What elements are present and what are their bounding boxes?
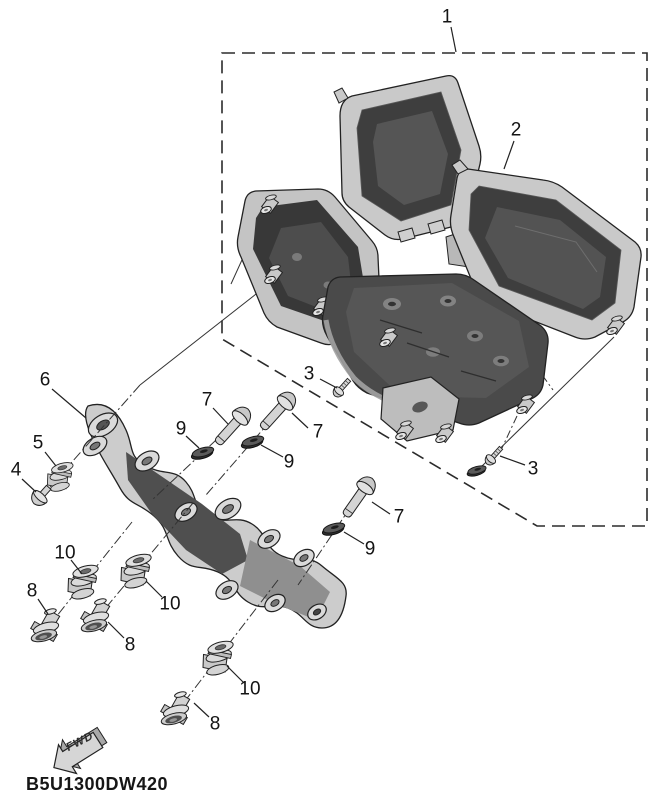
- bolt-8-2: [79, 597, 111, 635]
- callout-8-third[interactable]: 8: [209, 713, 221, 735]
- callout-9-first[interactable]: 9: [175, 418, 187, 440]
- callout-3-left[interactable]: 3: [303, 363, 315, 385]
- callout-4[interactable]: 4: [10, 459, 22, 481]
- meter-bracket-part6: [82, 403, 347, 629]
- bracket-bosses: [82, 412, 327, 621]
- drawing-code: B5U1300DW420: [26, 774, 169, 794]
- bolt-8-1: [29, 607, 61, 645]
- callout-3-right[interactable]: 3: [527, 458, 539, 480]
- bolt-7-2: [254, 387, 301, 436]
- callout-8-second[interactable]: 8: [124, 634, 136, 656]
- assembly-boundary-box: [221, 52, 648, 527]
- callout-1[interactable]: 1: [441, 6, 453, 28]
- damper-9-1: [189, 444, 216, 462]
- callout-10-third[interactable]: 10: [239, 678, 261, 700]
- callout-2[interactable]: 2: [510, 119, 522, 141]
- callout-9-second[interactable]: 9: [283, 451, 295, 473]
- callout-7-first[interactable]: 7: [201, 389, 213, 411]
- callout-6[interactable]: 6: [39, 369, 51, 391]
- callout-10-first[interactable]: 10: [54, 542, 76, 564]
- damper-9-2: [239, 433, 266, 451]
- callout-10-second[interactable]: 10: [159, 593, 181, 615]
- bolt-8-3: [159, 690, 191, 728]
- damper-9-3: [320, 520, 347, 538]
- callout-8-first[interactable]: 8: [26, 580, 38, 602]
- meter-unit-main: [321, 273, 549, 445]
- collar-5: [46, 460, 75, 494]
- meter-cover-left: [333, 75, 482, 243]
- collar-10-1: [67, 562, 100, 602]
- bolt-7-3: [337, 472, 381, 522]
- damper-under-screw3: [465, 463, 488, 479]
- callout-5[interactable]: 5: [32, 432, 44, 454]
- screw-3-left: [330, 375, 354, 400]
- callout-leader-lines: [21, 26, 526, 718]
- callout-9-third[interactable]: 9: [364, 538, 376, 560]
- collar-10-3: [202, 638, 235, 678]
- collar-10-2: [120, 551, 153, 591]
- callout-7-third[interactable]: 7: [393, 506, 405, 528]
- fwd-arrow: [53, 726, 108, 775]
- callout-7-second[interactable]: 7: [312, 421, 324, 443]
